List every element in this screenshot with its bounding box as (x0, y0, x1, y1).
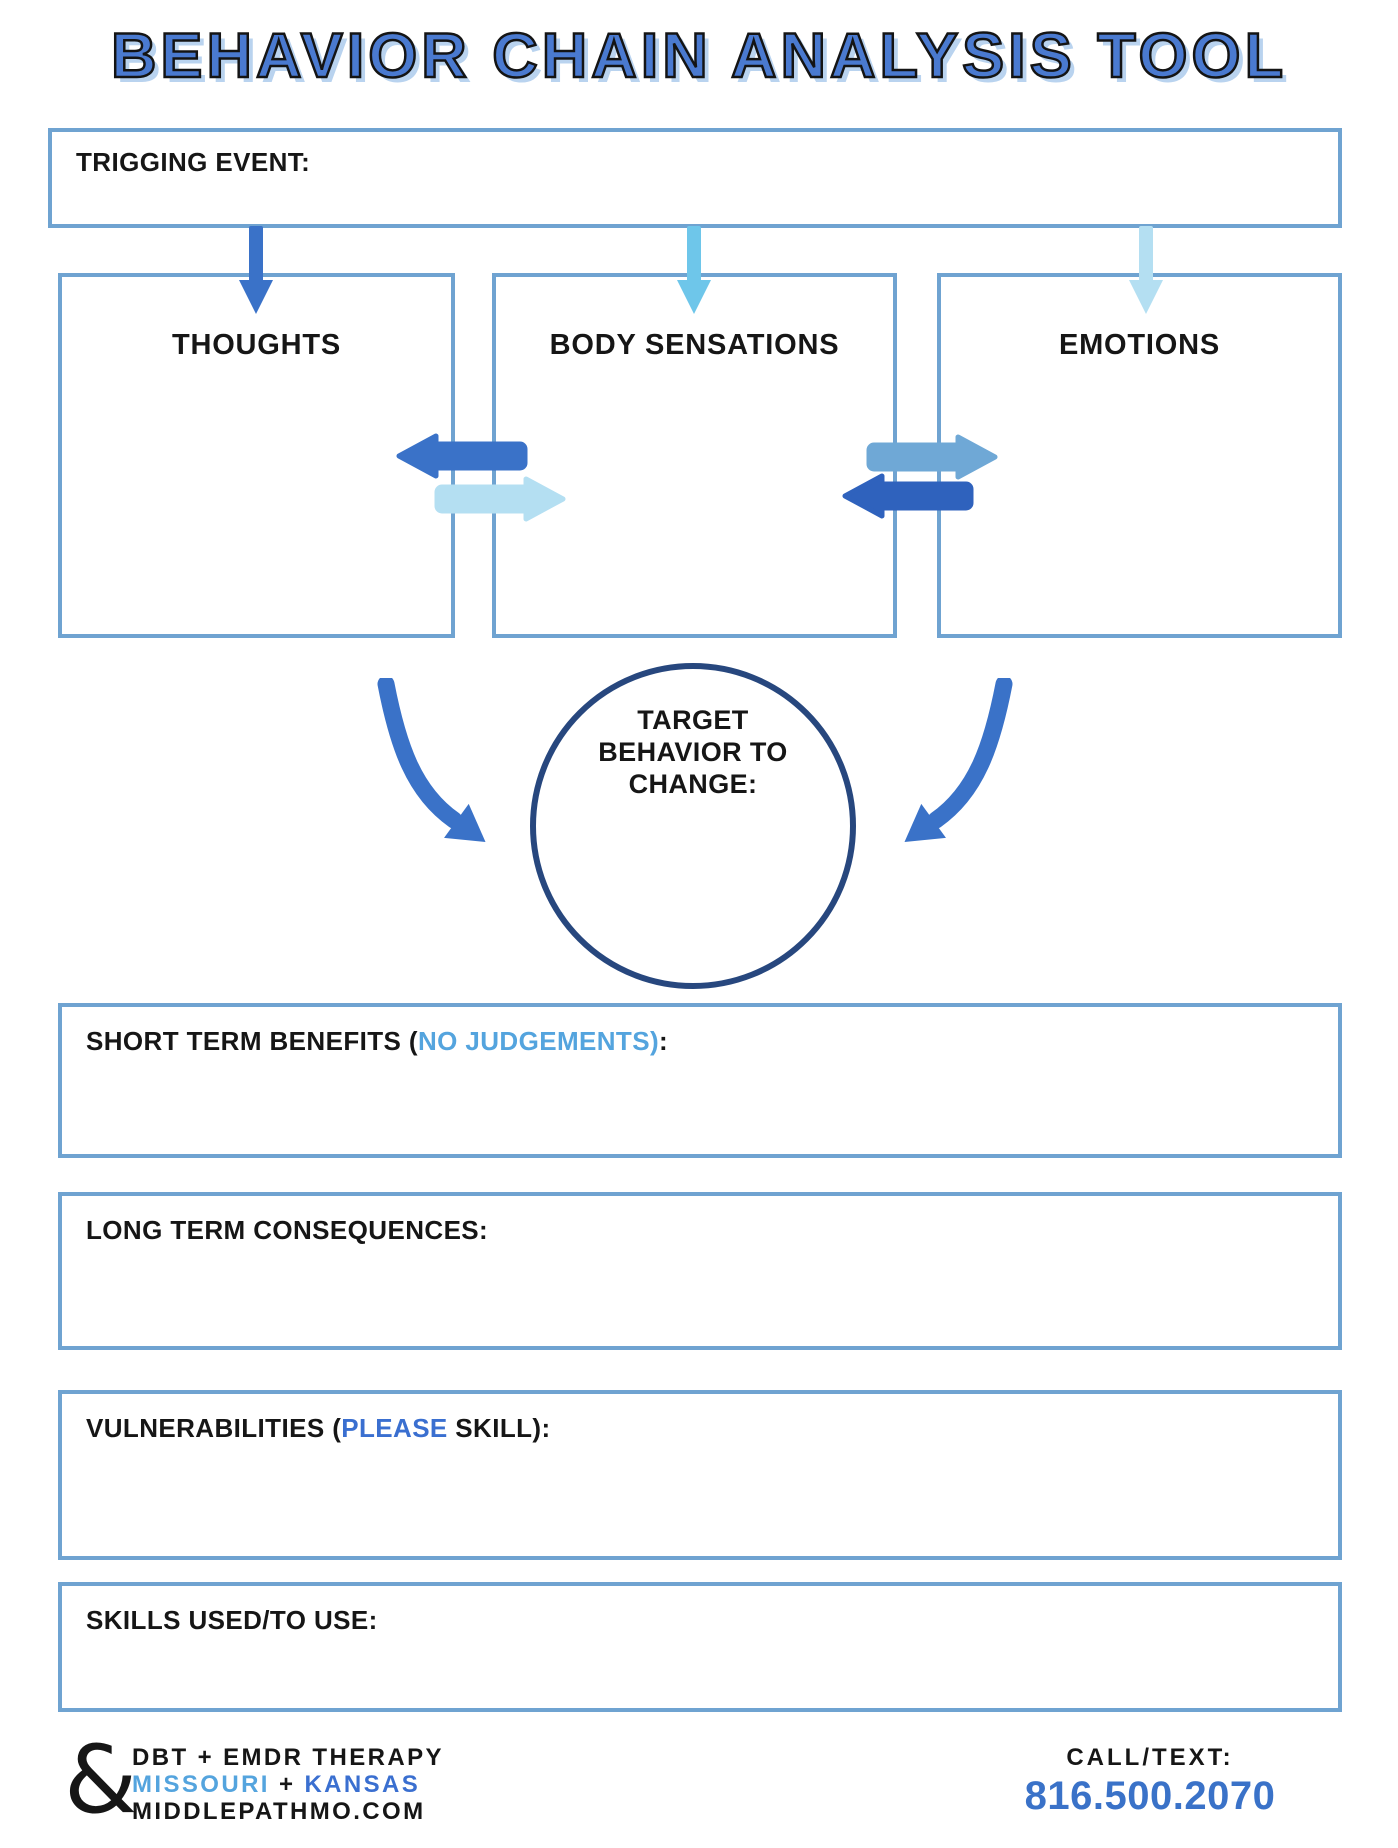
footer-practice-info: DBT + EMDR THERAPY MISSOURI + KANSAS MID… (132, 1744, 444, 1825)
emotions-label: EMOTIONS (1058, 329, 1221, 361)
footer-contact: CALL/TEXT: 816.500.2070 (1010, 1744, 1290, 1819)
ampersand-logo-icon: & (64, 1726, 138, 1835)
skills-used-box: SKILLS USED/TO USE: (58, 1582, 1342, 1712)
vulnerabilities-text: VULNERABILITIES ( (86, 1413, 342, 1443)
call-text-label: CALL/TEXT: (1066, 1744, 1234, 1771)
down-arrow-body-sensations-icon (677, 226, 711, 314)
vulnerabilities-rest: SKILL): (447, 1413, 551, 1443)
plus-text: + (269, 1771, 305, 1798)
footer-line-therapy: DBT + EMDR THERAPY (132, 1744, 444, 1771)
down-arrow-emotions-icon (1129, 226, 1163, 314)
missouri-text: MISSOURI (132, 1771, 270, 1798)
right-arrow-thoughts-to-body-icon (434, 476, 566, 522)
left-arrow-emotions-to-body-icon (842, 473, 974, 519)
page-title: BEHAVIOR CHAIN ANALYSIS TOOL (110, 20, 1288, 93)
footer-website-link[interactable]: MIDDLEPATHMO.COM (132, 1798, 426, 1825)
thoughts-box: THOUGHTS (58, 273, 455, 638)
right-arrow-body-to-emotions-icon (866, 434, 998, 480)
curved-arrow-right-icon (904, 678, 1013, 842)
short-term-colon: : (659, 1026, 669, 1056)
skills-used-label: SKILLS USED/TO USE: (86, 1605, 378, 1635)
down-arrow-thoughts-icon (239, 226, 273, 314)
trigger-event-label: TRIGGING EVENT: (76, 147, 311, 177)
curved-arrow-left-icon (377, 678, 486, 842)
long-term-consequences-box: LONG TERM CONSEQUENCES: (58, 1192, 1342, 1350)
short-term-benefits-box: SHORT TERM BENEFITS (NO JUDGEMENTS): (58, 1003, 1342, 1158)
vulnerabilities-box: VULNERABILITIES (PLEASE SKILL): (58, 1390, 1342, 1560)
target-behavior-circle: TARGET BEHAVIOR TO CHANGE: (530, 663, 856, 989)
no-judgements-text: NO JUDGEMENTS) (417, 1026, 660, 1056)
phone-number[interactable]: 816.500.2070 (1024, 1774, 1276, 1818)
vulnerabilities-label: VULNERABILITIES (PLEASE SKILL): (62, 1394, 1338, 1464)
kansas-text: KANSAS (304, 1771, 421, 1798)
short-term-benefits-label: SHORT TERM BENEFITS (NO JUDGEMENTS): (62, 1007, 1338, 1077)
body-sensations-label: BODY SENSATIONS (549, 329, 840, 361)
please-skill-text: PLEASE (341, 1413, 448, 1443)
trigger-event-box: TRIGGING EVENT: (48, 128, 1342, 228)
thoughts-label: THOUGHTS (171, 329, 342, 361)
body-sensations-box: BODY SENSATIONS (492, 273, 897, 638)
footer-line-states: MISSOURI + KANSAS (132, 1771, 444, 1798)
left-arrow-body-to-thoughts-icon (396, 433, 528, 479)
target-behavior-label: TARGET BEHAVIOR TO CHANGE: (598, 705, 788, 799)
short-term-text: SHORT TERM BENEFITS ( (86, 1026, 418, 1056)
long-term-consequences-label: LONG TERM CONSEQUENCES: (86, 1215, 489, 1245)
